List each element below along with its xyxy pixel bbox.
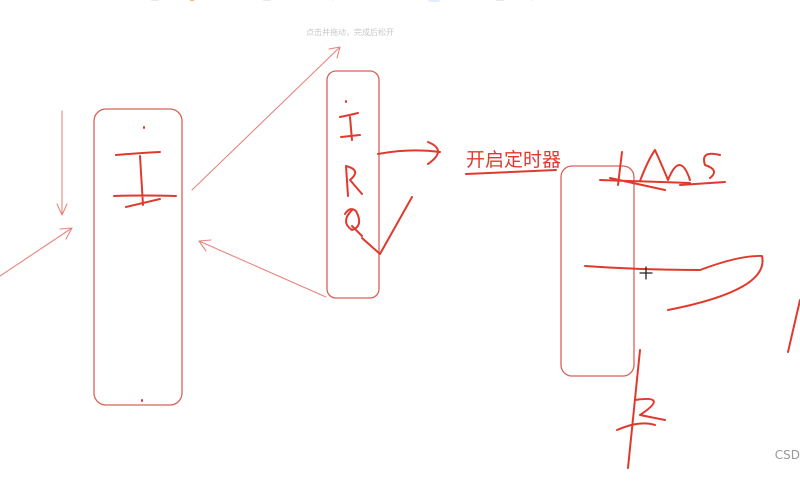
arrow-to-irq (191, 46, 341, 191)
watermark: CSD (774, 448, 800, 462)
timer-label: 开启定时器 (466, 149, 562, 171)
hand-icon[interactable]: ✋ (186, 0, 200, 2)
box-middle[interactable] (326, 70, 380, 299)
eraser-icon[interactable]: ◌ (525, 0, 539, 2)
edge-stroke (787, 299, 800, 353)
toolbar: ▣ ✋ ↖ □ ◇ ○ → — ✎ A ▨ ◌ ⁘ (130, 0, 590, 6)
arrow-back (198, 239, 327, 298)
plus-cursor (639, 266, 653, 280)
glyph-Q (344, 208, 363, 237)
boxes (93, 70, 635, 406)
box-left[interactable] (93, 108, 183, 406)
more-icon[interactable]: ⁘ (571, 0, 585, 2)
lock-icon[interactable]: ▣ (148, 0, 162, 2)
glyph-irq-I (339, 100, 361, 141)
select-icon[interactable]: ↖ (224, 0, 238, 2)
label-underline (465, 169, 557, 175)
arrow-down (56, 110, 68, 216)
diamond-icon[interactable]: ◇ (294, 0, 308, 2)
thin-arrows (0, 46, 341, 298)
box-right[interactable] (560, 165, 635, 377)
text-icon[interactable]: A (459, 0, 473, 2)
arrow-left-in (0, 227, 73, 277)
arrow-to-label (377, 141, 441, 165)
pencil-icon[interactable]: ✎ (427, 0, 441, 2)
glyph-R (345, 165, 363, 197)
pen-strokes (113, 100, 800, 469)
glyph-1ms (599, 149, 726, 191)
image-icon[interactable]: ▨ (493, 0, 507, 2)
rectangle-icon[interactable]: □ (260, 0, 274, 2)
drawing-hint: 点击并拖动，完成后松开 (306, 28, 394, 37)
glyph-R-bottom (616, 349, 666, 469)
check-stroke (361, 196, 413, 255)
arrow-icon[interactable]: → (362, 0, 376, 2)
cross-line (584, 254, 764, 311)
glyph-I (113, 151, 177, 208)
line-icon[interactable]: — (392, 0, 406, 2)
ellipse-icon[interactable]: ○ (326, 0, 340, 2)
